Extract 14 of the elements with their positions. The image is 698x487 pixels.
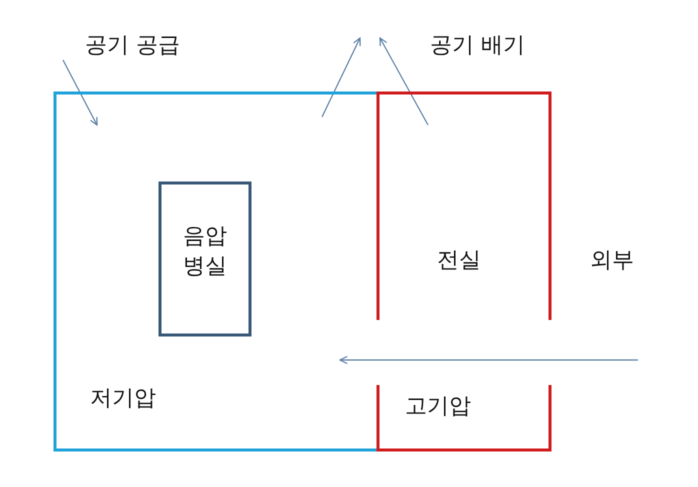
anteroom-walls xyxy=(378,93,550,320)
area-label: 공기 공급 xyxy=(85,33,180,60)
room-label: 저기압 xyxy=(90,386,156,412)
room-box xyxy=(160,183,250,335)
room-label: 고기압 xyxy=(405,394,471,420)
arrow xyxy=(379,37,429,126)
arrow xyxy=(62,60,98,126)
room-label: 전실 xyxy=(437,248,481,274)
anteroom-walls xyxy=(378,385,550,450)
area-label: 외부 xyxy=(590,248,634,274)
arrow xyxy=(339,356,638,364)
arrow xyxy=(321,37,361,118)
area-label: 공기 배기 xyxy=(430,33,525,60)
room-label: 음압 병실 xyxy=(182,223,228,281)
